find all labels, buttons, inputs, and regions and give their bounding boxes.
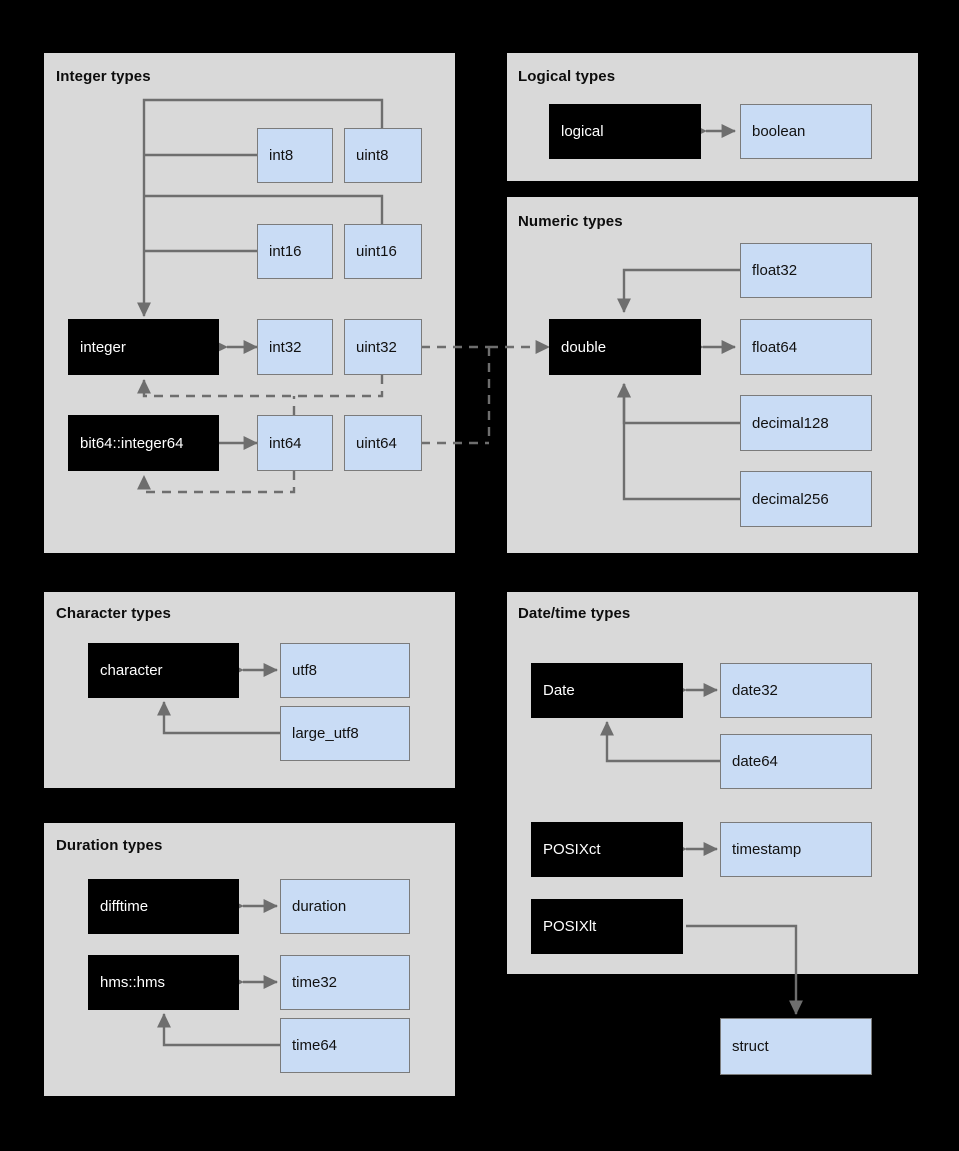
node-uint8[interactable]: uint8 [344,128,422,183]
node-label: int8 [269,147,294,164]
node-label: date32 [732,682,778,699]
node-float64[interactable]: float64 [740,319,872,375]
node-character[interactable]: character [88,643,239,698]
node-label: int32 [269,338,302,356]
node-label: difftime [100,898,149,915]
node-label: utf8 [292,662,318,679]
node-label: large_utf8 [292,725,359,742]
node-label: int64 [269,434,302,452]
node-label: Date [543,682,575,699]
node-date[interactable]: Date [531,663,683,718]
node-label: integer [80,338,126,356]
node-utf8[interactable]: utf8 [280,643,410,698]
node-label: character [100,662,163,679]
node-int8[interactable]: int8 [257,128,333,183]
node-label: time32 [292,974,338,991]
node-label: POSIXct [543,841,601,858]
node-label: float64 [752,338,798,356]
node-struct[interactable]: struct [720,1018,872,1075]
node-label: double [561,338,607,356]
node-label: float32 [752,262,798,279]
node-label: time64 [292,1037,338,1054]
node-label: uint64 [356,434,397,452]
node-label: decimal128 [752,414,829,432]
node-label: POSIXlt [543,918,597,935]
panel-title-integer-types: Integer types [56,68,151,85]
node-time64[interactable]: time64 [280,1018,410,1073]
node-timestamp[interactable]: timestamp [720,822,872,877]
node-label: logical [561,123,604,140]
node-label: date64 [732,753,778,770]
node-label: boolean [752,123,806,140]
node-label: timestamp [732,841,802,858]
node-uint16[interactable]: uint16 [344,224,422,279]
node-label: int16 [269,243,302,260]
node-decimal128[interactable]: decimal128 [740,395,872,451]
node-decimal256[interactable]: decimal256 [740,471,872,527]
node-difftime[interactable]: difftime [88,879,239,934]
node-label: uint8 [356,147,389,164]
node-label: struct [732,1038,769,1055]
node-double[interactable]: double [549,319,701,375]
node-float32[interactable]: float32 [740,243,872,298]
node-uint32[interactable]: uint32 [344,319,422,375]
panel-title-numeric-types: Numeric types [518,213,623,230]
node-posixct[interactable]: POSIXct [531,822,683,877]
panel-title-character-types: Character types [56,605,171,622]
node-logical[interactable]: logical [549,104,701,159]
node-label: duration [292,898,347,915]
node-integer[interactable]: integer [68,319,219,375]
node-uint64[interactable]: uint64 [344,415,422,471]
node-duration[interactable]: duration [280,879,410,934]
panel-title-logical-types: Logical types [518,68,616,85]
node-boolean[interactable]: boolean [740,104,872,159]
node-hms-hms[interactable]: hms::hms [88,955,239,1010]
node-label: decimal256 [752,490,829,508]
node-int32[interactable]: int32 [257,319,333,375]
node-label: bit64::integer64 [80,434,184,452]
node-label: uint16 [356,243,397,260]
node-large-utf8[interactable]: large_utf8 [280,706,410,761]
panel-title-datetime-types: Date/time types [518,605,631,622]
node-int64[interactable]: int64 [257,415,333,471]
node-date64[interactable]: date64 [720,734,872,789]
node-posixlt[interactable]: POSIXlt [531,899,683,954]
node-int16[interactable]: int16 [257,224,333,279]
node-time32[interactable]: time32 [280,955,410,1010]
panel-title-duration-types: Duration types [56,837,163,854]
node-bit64-integer64[interactable]: bit64::integer64 [68,415,219,471]
node-label: uint32 [356,338,397,356]
node-date32[interactable]: date32 [720,663,872,718]
node-label: hms::hms [100,974,166,991]
